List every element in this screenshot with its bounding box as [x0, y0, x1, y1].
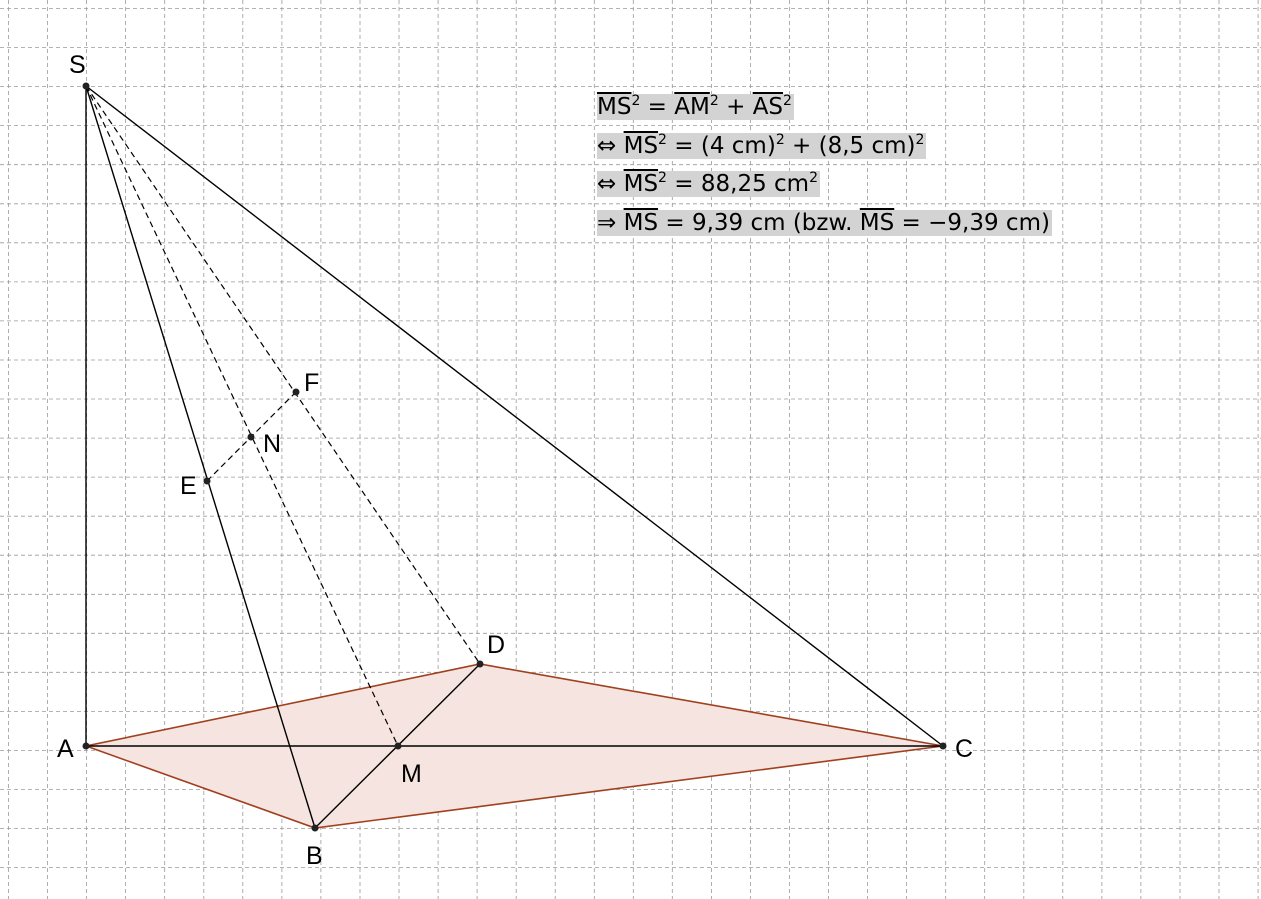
segment-AS: AS: [752, 94, 784, 120]
point-E: [203, 477, 211, 485]
label-C: C: [955, 735, 973, 763]
formula-text: = 88,25 cm: [666, 171, 810, 197]
edge-SD: [85, 85, 481, 665]
line-SM: [85, 85, 399, 747]
pythagoras-calculation: MS2 = AM2 + AS2 ⇔ MS2 = (4 cm)2 + (8,5 c…: [597, 88, 1052, 242]
exponent: 2: [915, 131, 925, 148]
formula-text: = 9,39 cm (bzw.: [658, 209, 860, 236]
exponent: 2: [658, 170, 667, 186]
formula-text: = −9,39 cm): [894, 209, 1050, 236]
exponent: 2: [631, 93, 641, 109]
exponent: 2: [775, 131, 785, 148]
edge-SC: [85, 85, 944, 747]
segment-MS: MS: [859, 209, 895, 236]
formula-line-4: ⇒ MS = 9,39 cm (bzw. MS = −9,39 cm): [597, 204, 1052, 243]
label-N: N: [263, 430, 281, 458]
formula-line-2: ⇔ MS2 = (4 cm)2 + (8,5 cm)2: [597, 127, 1052, 166]
point-M: [394, 742, 402, 750]
exponent: 2: [783, 93, 792, 109]
point-labels: S A B C D M N E F: [57, 51, 973, 870]
point-N: [247, 433, 255, 441]
point-markers: [82, 82, 947, 832]
point-S: [82, 82, 90, 90]
exponent: 2: [658, 131, 667, 148]
exponent: 2: [809, 170, 818, 186]
point-A: [82, 742, 90, 750]
label-D: D: [487, 631, 505, 659]
equals-sign: =: [640, 94, 675, 120]
edge-SB: [85, 85, 316, 829]
segment-MS: MS: [623, 209, 659, 236]
formula-text: = (4 cm): [666, 132, 776, 159]
solid-edges: [85, 85, 944, 829]
formula-line-1: MS2 = AM2 + AS2: [597, 88, 1052, 127]
point-B: [311, 824, 319, 832]
dashed-edges: [85, 85, 481, 747]
segment-MS: MS: [597, 94, 632, 120]
label-E: E: [180, 472, 197, 500]
segment-MS: MS: [623, 132, 659, 159]
label-B: B: [306, 842, 323, 870]
label-F: F: [304, 369, 319, 397]
point-F: [292, 388, 300, 396]
point-D: [476, 660, 484, 668]
plus-sign: +: [718, 94, 753, 120]
label-A: A: [57, 735, 74, 763]
formula-text: + (8,5 cm): [784, 132, 916, 159]
formula-line-3: ⇔ MS2 = 88,25 cm2: [597, 165, 1052, 204]
segment-AM: AM: [674, 94, 710, 120]
implication-arrow-icon: ⇒: [597, 209, 624, 236]
exponent: 2: [709, 93, 719, 109]
equivalence-arrow-icon: ⇔: [597, 132, 624, 159]
label-M: M: [401, 760, 422, 788]
point-C: [939, 742, 947, 750]
label-S: S: [69, 51, 86, 79]
equivalence-arrow-icon: ⇔: [597, 171, 624, 197]
segment-MS: MS: [623, 171, 659, 197]
